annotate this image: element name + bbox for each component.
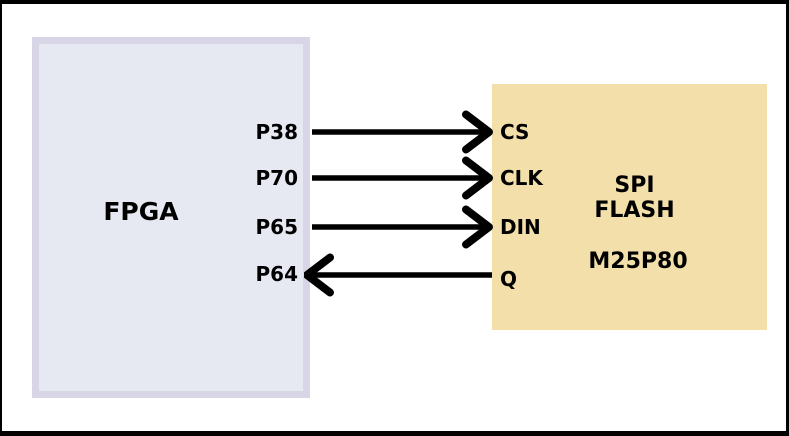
arrow-left-icon bbox=[304, 253, 492, 297]
flash-part-number: M25P80 bbox=[588, 249, 688, 274]
fpga-pin-p65: P65 bbox=[255, 215, 299, 239]
fpga-pin-p70: P70 bbox=[255, 166, 299, 190]
flash-pin-din: DIN bbox=[500, 215, 541, 239]
flash-pin-cs: CS bbox=[500, 120, 530, 144]
spi-flash-label: SPI FLASH bbox=[562, 173, 707, 223]
fpga-pin-p64: P64 bbox=[255, 262, 299, 286]
fpga-label: FPGA bbox=[103, 197, 179, 226]
fpga-block bbox=[32, 37, 310, 398]
spi-flash-block bbox=[492, 84, 767, 330]
spi-flash-label-line1: SPI bbox=[614, 173, 655, 198]
flash-pin-clk: CLK bbox=[500, 166, 543, 190]
spi-flash-label-line2: FLASH bbox=[594, 198, 675, 223]
arrow-right-icon bbox=[312, 110, 493, 154]
arrow-right-icon bbox=[312, 156, 493, 200]
flash-pin-q: Q bbox=[500, 267, 518, 291]
fpga-pin-p38: P38 bbox=[255, 120, 299, 144]
arrow-right-icon bbox=[312, 205, 493, 249]
